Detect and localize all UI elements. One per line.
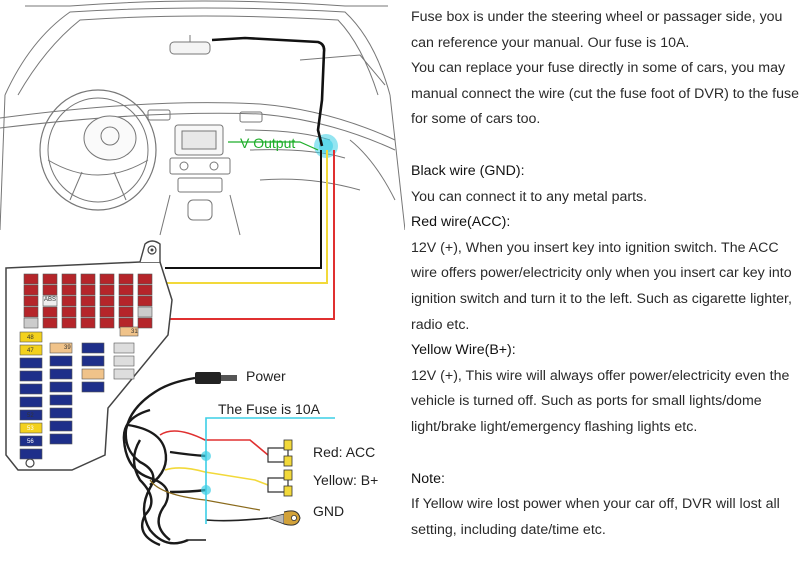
fuse-slot — [137, 306, 153, 318]
fuse-slot — [80, 295, 96, 307]
fuse-slot — [42, 273, 58, 285]
fuse-slot — [61, 295, 77, 307]
fuse-slot — [19, 435, 43, 447]
fuse-slot — [137, 273, 153, 285]
fuse-slot — [42, 317, 58, 329]
fuse-slot — [19, 383, 43, 395]
red-wire — [165, 150, 335, 320]
dvr-cable-windshield — [211, 36, 326, 147]
fuse-slot — [23, 306, 39, 318]
fuse-slot — [137, 317, 153, 329]
fuse-slot — [19, 409, 43, 421]
v-output-label: V Output — [240, 135, 295, 151]
power-label: Power — [246, 368, 286, 384]
fuse-number-39: 39 — [64, 345, 71, 351]
fuse-slot — [42, 306, 58, 318]
fuse-number-53: 53 — [27, 426, 34, 432]
fuse-slot — [49, 355, 73, 367]
fuse-slot — [80, 284, 96, 296]
fuse-slot — [23, 295, 39, 307]
fuse-number-52: 52 — [27, 413, 34, 419]
yellow-b-plus-connector — [267, 469, 293, 497]
fuse-slot — [19, 448, 43, 460]
fuse-slot — [49, 342, 73, 354]
fuse-slot — [99, 295, 115, 307]
instructions-panel: Fuse box is under the steering wheel or … — [411, 5, 799, 543]
fuse-slot — [42, 295, 58, 307]
fuse-number-31: 31 — [131, 329, 138, 335]
power-cable-bundle — [122, 376, 207, 547]
note-heading: Note: — [411, 470, 445, 487]
red-acc-label: Red: ACC — [313, 444, 375, 460]
fuse-slot — [61, 306, 77, 318]
fuse-number-56: 56 — [27, 439, 34, 445]
fuse-slot — [49, 381, 73, 393]
fuse-slot — [118, 284, 134, 296]
yellow-wire-heading: Yellow Wire(B+): — [411, 342, 516, 359]
fuse-slot — [119, 326, 139, 337]
fuse-number-48: 48 — [27, 335, 34, 341]
fuse-slot — [49, 368, 73, 380]
red-wire-heading: Red wire(ACC): — [411, 214, 511, 231]
fuse-slot — [113, 368, 135, 380]
fuse-slot — [19, 396, 43, 408]
fuse-slot — [80, 273, 96, 285]
fuse-slot — [81, 355, 105, 367]
fuse-location-text: Fuse box is under the steering wheel or … — [411, 9, 783, 51]
fuse-slot — [23, 273, 39, 285]
fuse-slot — [19, 331, 43, 343]
wiring-diagram: V Output ABS 31 39 47 48 52 53 56 — [0, 0, 405, 547]
fuse-slot — [118, 317, 134, 329]
fuse-slot — [80, 306, 96, 318]
fuse-abs-label: ABS — [44, 297, 56, 303]
fuse-number-47: 47 — [27, 348, 34, 354]
fuse-slot — [81, 381, 105, 393]
fuse-slot — [99, 317, 115, 329]
fuse-slot — [113, 342, 135, 354]
fuse-slot — [118, 295, 134, 307]
fuse-slot — [80, 317, 96, 329]
red-acc-connector — [267, 439, 293, 467]
fuse-slot — [49, 433, 73, 445]
fuse-slot — [19, 344, 43, 356]
fuse-slot — [113, 355, 135, 367]
fuse-slot — [118, 306, 134, 318]
note-description: If Yellow wire lost power when your car … — [411, 496, 780, 538]
fuse-slot — [61, 317, 77, 329]
power-plug — [195, 372, 237, 384]
fuse-slot — [49, 407, 73, 419]
fuse-slot — [137, 295, 153, 307]
car-interior-sketch — [0, 0, 405, 236]
red-wire-description: 12V (+), When you insert key into igniti… — [411, 239, 792, 333]
fuse-slot — [99, 306, 115, 318]
fuse-slot — [99, 284, 115, 296]
fuse-slot — [42, 284, 58, 296]
yellow-wire — [165, 150, 328, 284]
fuse-slot — [19, 422, 43, 434]
fuse-slot — [81, 368, 105, 380]
yellow-wire-description: 12V (+), This wire will always offer pow… — [411, 367, 790, 435]
fuse-slot — [137, 284, 153, 296]
fuse-slot — [81, 342, 105, 354]
fuse-slot — [118, 273, 134, 285]
fuse-slot — [23, 284, 39, 296]
fuse-slot — [19, 370, 43, 382]
yellow-b-plus-label: Yellow: B+ — [313, 472, 378, 488]
fuse-slot — [19, 357, 43, 369]
gnd-terminal — [266, 510, 301, 526]
fuse-box: ABS 31 39 47 48 52 53 56 — [5, 240, 173, 471]
black-wire — [165, 150, 322, 269]
fuse-slot — [49, 420, 73, 432]
fuse-slot — [61, 284, 77, 296]
fuse-slot — [49, 394, 73, 406]
fuse-rating-label: The Fuse is 10A — [218, 401, 321, 417]
black-wire-description: You can connect it to any metal parts. — [411, 188, 648, 205]
black-wire-heading: Black wire (GND): — [411, 162, 525, 179]
fuse-slot — [61, 273, 77, 285]
gnd-label: GND — [313, 503, 344, 519]
fuse-slot — [23, 317, 39, 329]
fuse-slot — [99, 273, 115, 285]
fuse-replace-text: You can replace your fuse directly in so… — [411, 60, 799, 128]
